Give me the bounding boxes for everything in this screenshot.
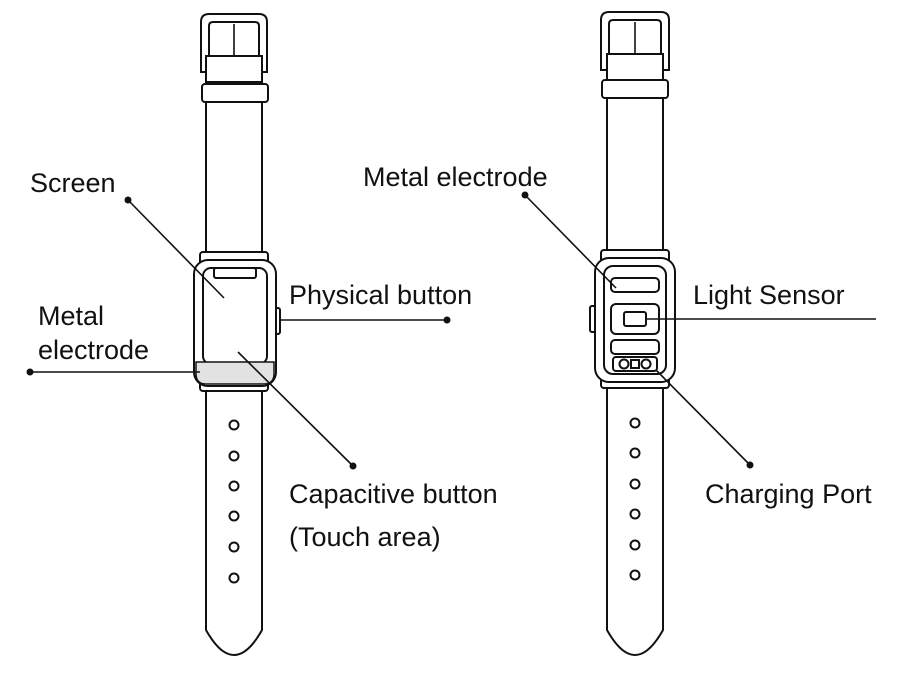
back-metal-electrode-lower — [610, 339, 660, 355]
label-metal-electrode-line2: electrode — [38, 335, 149, 365]
front-watch — [193, 13, 281, 656]
strap-hole — [228, 480, 240, 492]
strap-hole — [228, 419, 240, 431]
label-screen: Screen — [30, 168, 116, 198]
label-physical-button: Physical button — [289, 280, 472, 310]
strap-hole — [629, 417, 641, 429]
label-back-metal-electrode: Metal electrode — [363, 162, 548, 192]
charging-port-leader — [655, 369, 751, 466]
strap-hole — [629, 478, 641, 490]
strap-hole — [228, 510, 240, 522]
capacitive-button-leader — [237, 351, 354, 467]
label-light-sensor: Light Sensor — [693, 280, 845, 310]
screen-shape — [202, 267, 268, 365]
strap-hole — [228, 572, 240, 584]
strap-hole — [228, 541, 240, 553]
back-leaders — [521, 191, 876, 469]
screen-leader-dot — [124, 196, 132, 204]
label-capacitive-button-line2: (Touch area) — [289, 522, 441, 552]
strap-hole — [629, 569, 641, 581]
back-metal-electrode-leader-dot — [521, 191, 529, 199]
metal-electrode-leader-dot — [26, 368, 34, 376]
touch-area-shape — [195, 361, 275, 385]
front-strap-loop — [201, 83, 269, 103]
strap-hole — [629, 447, 641, 459]
back-strap-loop — [601, 79, 669, 99]
back-metal-electrode-shape — [610, 277, 660, 293]
front-leaders — [26, 196, 451, 470]
strap-hole — [629, 539, 641, 551]
capacitive-button-leader-dot — [349, 462, 357, 470]
label-charging-port: Charging Port — [705, 479, 872, 509]
physical-button-leader-dot — [443, 316, 451, 324]
label-capacitive-button-line1: Capacitive button — [289, 479, 498, 509]
back-metal-electrode-leader — [524, 194, 617, 289]
strap-hole — [228, 450, 240, 462]
screen-leader — [127, 199, 225, 299]
label-metal-electrode-line1: Metal — [38, 301, 104, 331]
charging-port-leader-dot — [746, 461, 754, 469]
back-watch — [589, 11, 676, 656]
strap-hole — [629, 508, 641, 520]
